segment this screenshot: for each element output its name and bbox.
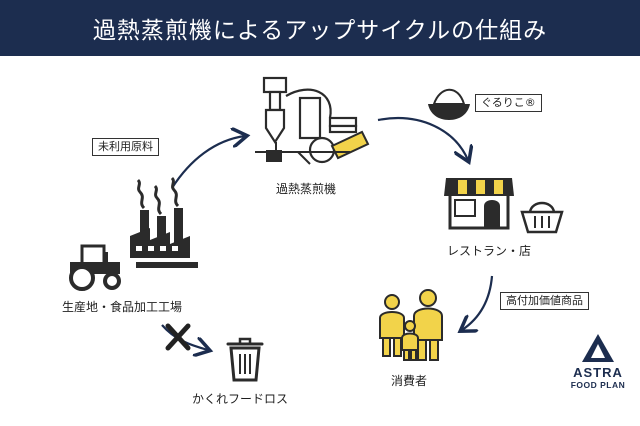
tag-product: ぐるりこ® [475,94,542,112]
basket-icon [520,201,564,234]
logo-subtitle: FOOD PLAN [570,380,626,390]
restaurant-icon [444,178,514,230]
trash-can-icon [226,337,264,382]
cross-mark-icon [165,323,191,351]
label-machine: 過熱蒸煎機 [276,182,337,196]
arrow-machine-to-restaurant [377,117,468,160]
astra-logo: ASTRA FOOD PLAN [556,338,640,391]
logo-name: ASTRA [573,365,623,380]
factory-icon [130,176,198,268]
astra-logo-icon [582,334,614,362]
tag-raw-material: 未利用原料 [92,138,159,156]
arrow-producer-to-machine [171,136,245,189]
label-consumer: 消費者 [391,374,428,388]
tag-high-value: 高付加価値商品 [500,292,589,310]
family-icon [379,289,443,361]
arrow-restaurant-to-consumer [462,275,494,330]
tractor-icon [69,244,121,291]
page-title-bar: 過熱蒸煎機によるアップサイクルの仕組み [0,0,640,56]
label-restaurant: レストラン・店 [447,244,532,258]
label-food-loss: かくれフードロス [192,392,289,406]
powder-bowl-icon [428,88,470,120]
steam-machine-icon [255,76,370,165]
label-producer: 生産地・食品加工工場 [62,300,183,314]
page-title: 過熱蒸煎機によるアップサイクルの仕組み [92,18,548,44]
